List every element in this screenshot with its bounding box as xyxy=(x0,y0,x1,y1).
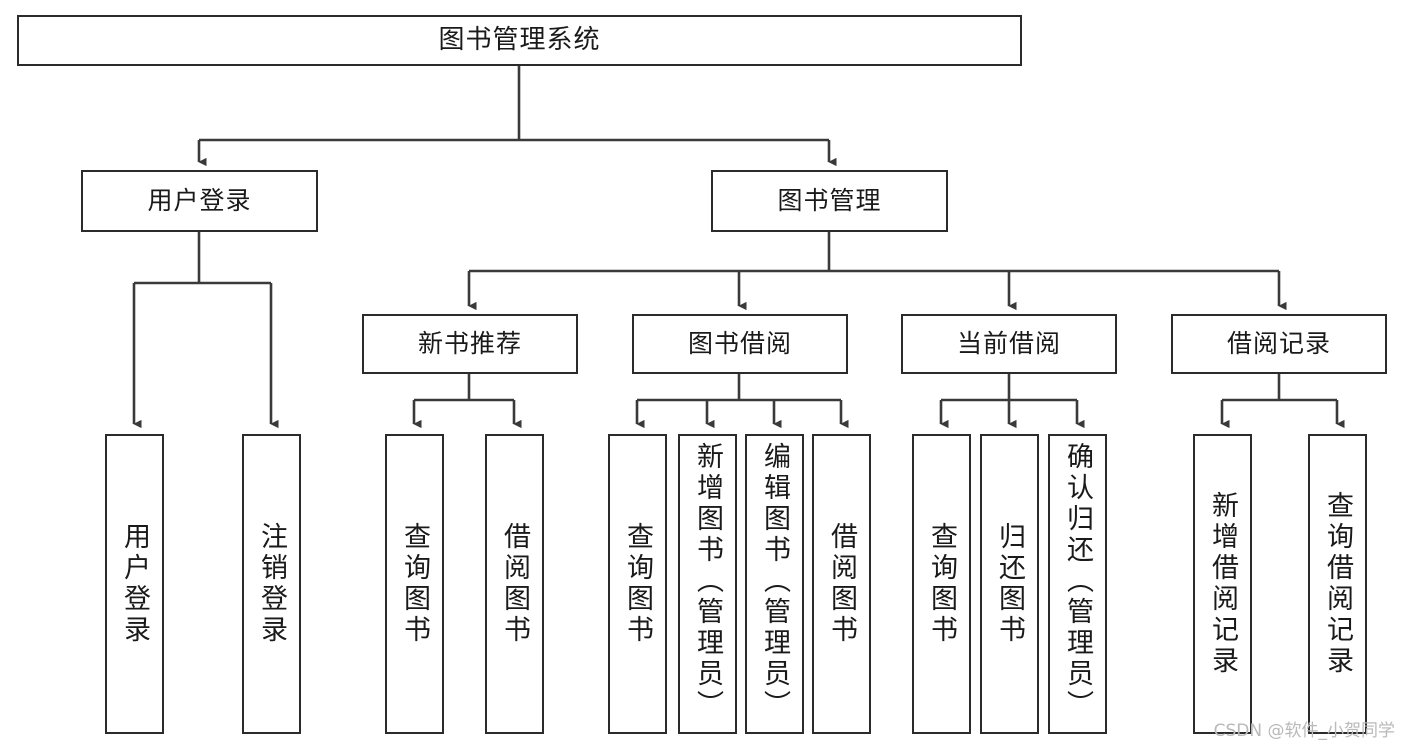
leaf-query-book-2[interactable]: 查询图书 xyxy=(608,434,667,734)
node-label: 查询图书 xyxy=(926,522,957,646)
node-label: 图书管理 xyxy=(777,186,882,215)
node-label: 新书推荐 xyxy=(417,329,522,358)
leaf-query-book-1[interactable]: 查询图书 xyxy=(385,434,444,734)
node-book-borrow[interactable]: 图书借阅 xyxy=(632,314,848,374)
node-label: 借阅图书 xyxy=(826,522,857,646)
node-borrow-record[interactable]: 借阅记录 xyxy=(1171,314,1387,374)
node-new-book-recommend[interactable]: 新书推荐 xyxy=(362,314,578,374)
node-label: 图书管理系统 xyxy=(438,24,601,55)
node-label: 用户登录 xyxy=(119,522,150,646)
node-label: 新增图书（管理员） xyxy=(692,442,723,721)
node-label: 图书借阅 xyxy=(687,329,792,358)
leaf-borrow-book-2[interactable]: 借阅图书 xyxy=(812,434,871,734)
node-label: 新增借阅记录 xyxy=(1207,491,1238,677)
leaf-add-book-admin[interactable]: 新增图书（管理员） xyxy=(678,434,737,734)
node-label: 用户登录 xyxy=(147,186,252,215)
leaf-query-borrow-record[interactable]: 查询借阅记录 xyxy=(1308,434,1367,734)
node-label: 查询借阅记录 xyxy=(1322,491,1353,677)
node-root-system[interactable]: 图书管理系统 xyxy=(17,15,1022,66)
node-label: 确认归还（管理员） xyxy=(1062,442,1093,721)
leaf-query-book-3[interactable]: 查询图书 xyxy=(912,434,971,734)
node-label: 归还图书 xyxy=(994,522,1025,646)
leaf-confirm-return-admin[interactable]: 确认归还（管理员） xyxy=(1048,434,1107,734)
node-label: 注销登录 xyxy=(256,522,287,646)
leaf-return-book[interactable]: 归还图书 xyxy=(980,434,1039,734)
node-label: 当前借阅 xyxy=(956,329,1061,358)
node-label: 编辑图书（管理员） xyxy=(759,442,790,721)
leaf-edit-book-admin[interactable]: 编辑图书（管理员） xyxy=(745,434,804,734)
node-label: 查询图书 xyxy=(399,522,430,646)
node-label: 查询图书 xyxy=(622,522,653,646)
node-user-login[interactable]: 用户登录 xyxy=(81,170,318,232)
leaf-add-borrow-record[interactable]: 新增借阅记录 xyxy=(1193,434,1252,734)
leaf-borrow-book-1[interactable]: 借阅图书 xyxy=(485,434,544,734)
leaf-user-login[interactable]: 用户登录 xyxy=(105,434,164,734)
csdn-watermark: CSDN @软件_小贺同学 xyxy=(1213,721,1395,741)
node-current-borrow[interactable]: 当前借阅 xyxy=(901,314,1117,374)
node-label: 借阅图书 xyxy=(499,522,530,646)
node-label: 借阅记录 xyxy=(1226,329,1331,358)
node-book-manage[interactable]: 图书管理 xyxy=(711,170,948,232)
leaf-logout[interactable]: 注销登录 xyxy=(242,434,301,734)
